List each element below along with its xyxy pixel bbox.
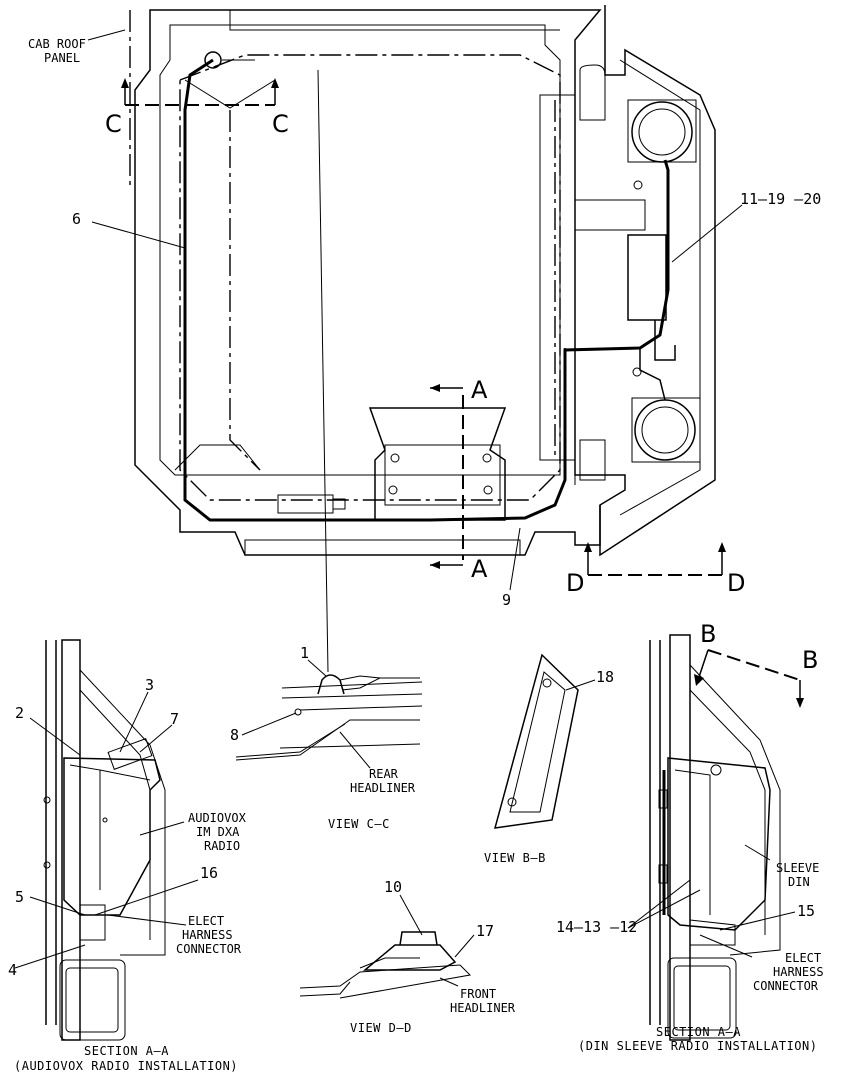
din-connector-label-line3: CONNECTOR [753,979,819,993]
audiovox-connector-label-line2: HARNESS [182,928,233,942]
top-view-cab-roof: CAB ROOF PANEL C C A A D D 6 9 11–19 –20 [28,5,821,609]
callout-15: 15 [797,902,815,920]
din-caption-line2: (DIN SLEEVE RADIO INSTALLATION) [578,1039,817,1053]
view-cc-caption: VIEW C–C [328,817,390,831]
section-din-sleeve-radio: B B SLEEVE DIN 14–13 –12 15 ELECT HARNES… [556,620,824,1053]
section-d-left-label: D [566,569,584,597]
radio-console [368,407,507,521]
din-connector-label-line2: HARNESS [773,965,824,979]
callout-9: 9 [502,591,511,609]
section-a-top-label: A [471,376,488,404]
audiovox-label-line1: AUDIOVOX [188,811,247,825]
front-headliner-label-line1: FRONT [460,987,496,1001]
front-speaker [631,397,701,463]
rear-speaker [627,99,697,163]
audiovox-connector-label-line3: CONNECTOR [176,942,242,956]
callout-4: 4 [8,961,17,979]
rear-headliner-label-line1: REAR [369,767,399,781]
section-c-left-label: C [105,110,122,138]
view-d-d: 10 17 FRONT HEADLINER VIEW D–D [299,878,516,1035]
cab-roof-panel-label-line1: CAB ROOF [28,37,86,51]
callout-7: 7 [170,710,179,728]
callout-18: 18 [596,668,614,686]
section-b-left-label: B [700,620,716,648]
callout-1: 1 [300,644,309,662]
view-dd-caption: VIEW D–D [350,1021,412,1035]
cab-roof-panel-label-line2: PANEL [44,51,80,65]
audiovox-label-line3: RADIO [204,839,240,853]
din-connector-label-line1: ELECT [785,951,821,965]
callout-2: 2 [15,704,24,722]
section-d-right-label: D [727,569,745,597]
callout-8: 8 [230,726,239,744]
section-audiovox-radio: 2 3 7 5 16 4 AUDIOVOX IM DXA RADIO ELECT… [8,639,247,1073]
front-headliner-label-line2: HEADLINER [450,1001,516,1015]
audiovox-caption-line1: SECTION A–A [84,1044,169,1058]
callout-6: 6 [72,210,81,228]
audiovox-connector-label-line1: ELECT [188,914,224,928]
section-c-right-label: C [272,110,289,138]
view-c-c: 1 8 REAR HEADLINER VIEW C–C [230,69,423,831]
callout-11-19-20: 11–19 –20 [740,190,821,208]
audiovox-caption-line2: (AUDIOVOX RADIO INSTALLATION) [14,1059,238,1073]
view-bb-caption: VIEW B–B [484,851,546,865]
audiovox-label-line2: IM DXA [196,825,240,839]
view-b-b: 18 VIEW B–B [484,653,614,865]
callout-16: 16 [200,864,218,882]
din-caption-line1: SECTION A–A [656,1025,741,1039]
rear-headliner-label-line2: HEADLINER [350,781,416,795]
sleeve-din-label-line2: DIN [788,875,810,889]
sleeve-din-label-line1: SLEEVE [776,861,819,875]
callout-5: 5 [15,888,24,906]
callout-14-13-12: 14–13 –12 [556,918,637,936]
amplifier-module [627,234,667,321]
callout-3: 3 [145,676,154,694]
callout-10: 10 [384,878,402,896]
section-b-right-label: B [802,646,818,674]
callout-17: 17 [476,922,494,940]
wiring-harness-6 [183,58,670,522]
section-a-bottom-label: A [471,555,488,583]
